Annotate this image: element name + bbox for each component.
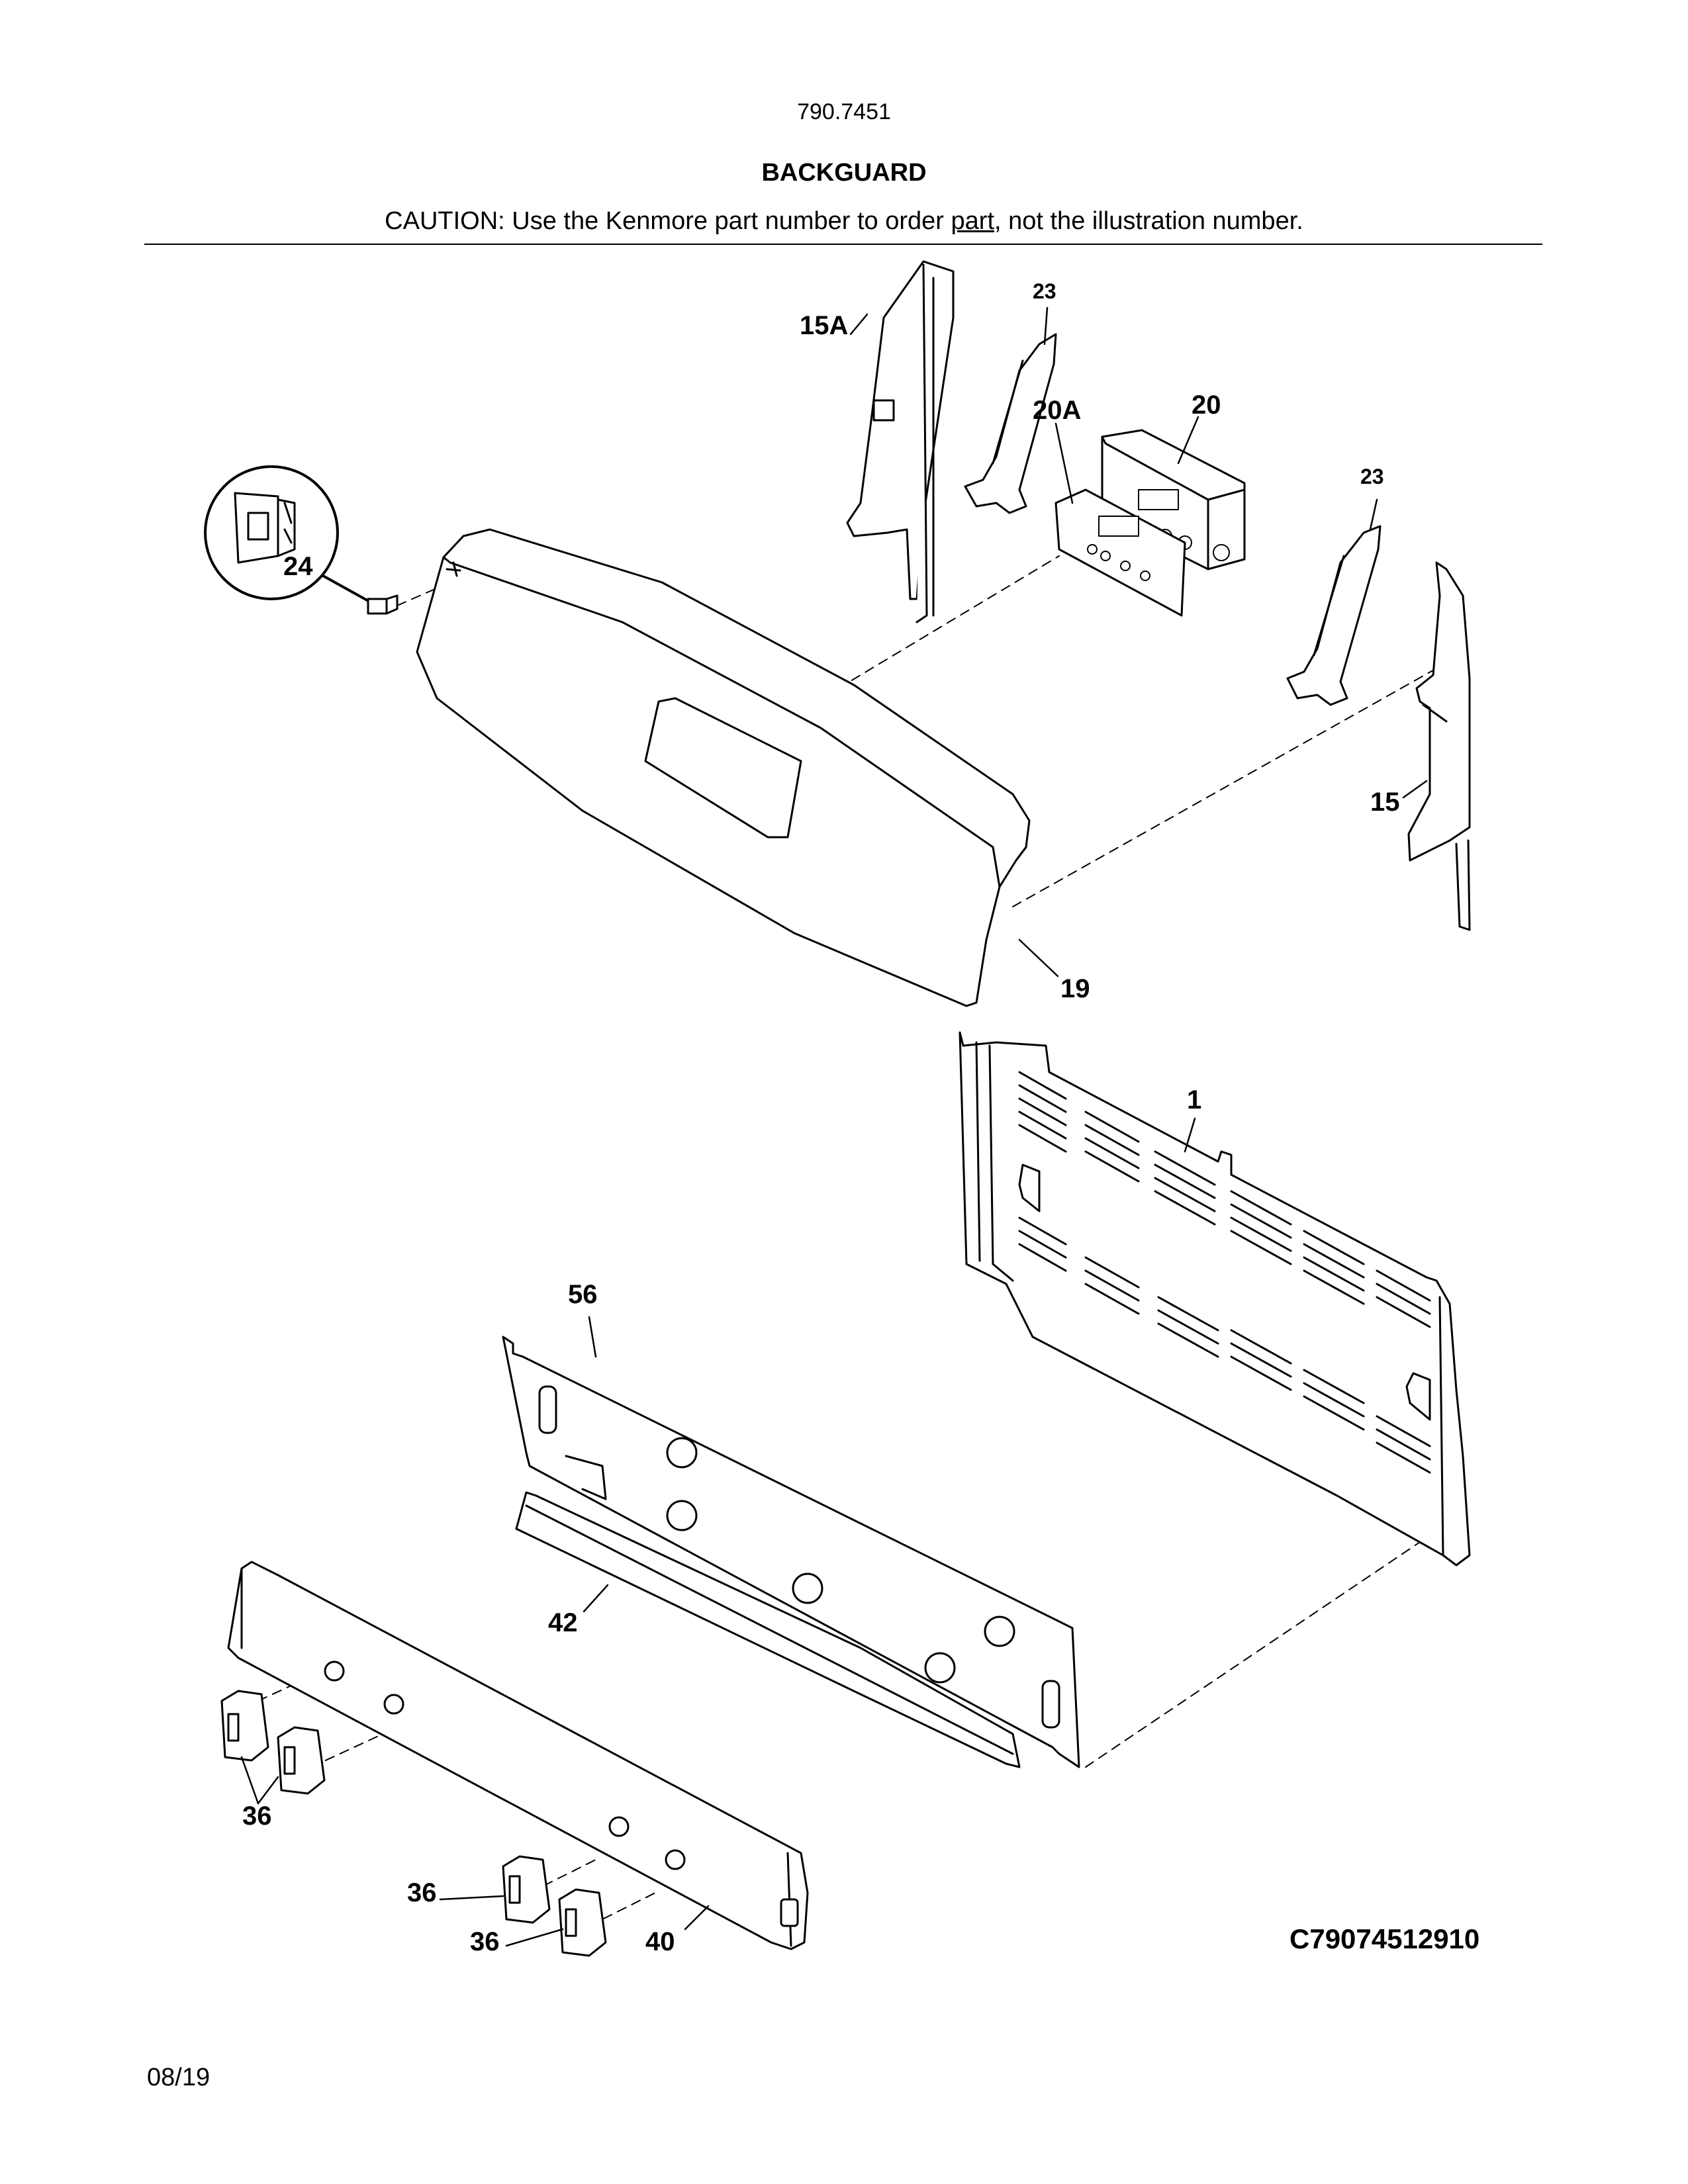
- part-56-manifold-panel: [502, 1336, 1080, 1768]
- caution-note: CAUTION: Use the Kenmore part number to …: [0, 207, 1688, 236]
- callout-20a: 20A: [1033, 396, 1082, 425]
- part-15-right-end-cap: [1407, 561, 1471, 931]
- callout-15a: 15A: [800, 311, 849, 340]
- part-1-vents: [1018, 1071, 1431, 1474]
- callout-40: 40: [645, 1927, 675, 1956]
- part-15a-left-end-cap: [846, 260, 955, 623]
- part-23-bracket-right: [1286, 525, 1382, 706]
- part-24-switch-detail: [204, 465, 399, 615]
- caution-part-link[interactable]: part: [951, 207, 994, 235]
- callout-19: 19: [1060, 974, 1090, 1003]
- callout-24: 24: [283, 552, 313, 581]
- assembly-lines: [258, 555, 1437, 1927]
- part-20a-overlay: [1055, 488, 1186, 617]
- callout-36-a: 36: [242, 1801, 272, 1831]
- part-20-control-board: [1101, 429, 1246, 570]
- part-23-bracket-left: [964, 333, 1057, 514]
- callout-15: 15: [1370, 788, 1400, 817]
- model-number: 790.7451: [797, 99, 891, 124]
- callout-36-b: 36: [407, 1878, 437, 1907]
- section-title: BACKGUARD: [761, 159, 927, 187]
- part-40-control-panel: [227, 1561, 809, 1950]
- callout-23-left: 23: [1033, 279, 1056, 303]
- part-36-knob-3: [502, 1855, 551, 1924]
- part-36-knob-2: [277, 1726, 326, 1795]
- callout-56: 56: [568, 1280, 598, 1309]
- part-1-rear-panel: [959, 1031, 1471, 1567]
- leader-lines: [240, 306, 1428, 1947]
- callout-1: 1: [1187, 1085, 1202, 1115]
- caution-suffix: , not the illustration number.: [994, 207, 1303, 235]
- header-rule: [144, 244, 1542, 245]
- caution-prefix: CAUTION: Use the Kenmore part number to …: [385, 207, 951, 235]
- part-36-knob-4: [558, 1888, 607, 1957]
- callout-20: 20: [1192, 390, 1221, 420]
- part-19-console-panel: [416, 528, 1031, 1007]
- part-36-knob-1: [220, 1690, 269, 1762]
- callout-42: 42: [548, 1608, 578, 1637]
- callout-36-c: 36: [470, 1927, 500, 1956]
- revision-date: 08/19: [147, 2064, 211, 2091]
- callout-23-right: 23: [1360, 465, 1384, 488]
- diagram-code: C79074512910: [1289, 1923, 1480, 1954]
- part-42-trim-strip: [515, 1491, 1021, 1768]
